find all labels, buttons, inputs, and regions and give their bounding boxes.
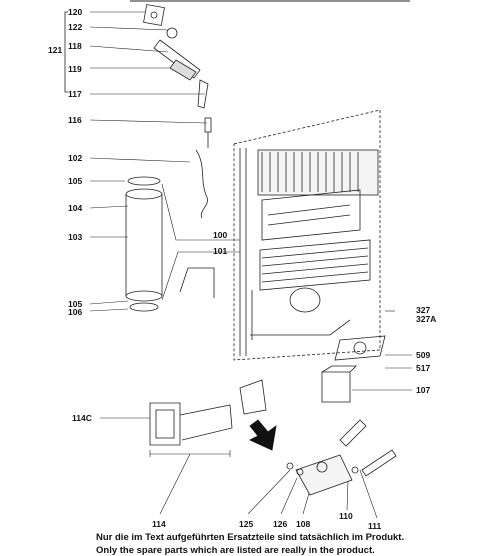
label-114: 114	[152, 519, 166, 529]
label-111: 111	[368, 521, 382, 531]
fan-509	[334, 335, 386, 361]
label-327: 327	[416, 305, 431, 315]
footer-note-german: Nur die im Text aufgeführten Ersatzteile…	[96, 532, 405, 543]
label-105-bottom: 105	[68, 299, 83, 309]
label-104: 104	[68, 203, 83, 213]
gas-valve	[239, 379, 267, 415]
label-101: 101	[213, 246, 228, 256]
label-110: 110	[339, 511, 353, 521]
label-120: 120	[68, 7, 83, 17]
label-106: 106	[68, 307, 83, 317]
thermocouple-wire	[195, 149, 208, 219]
label-125: 125	[239, 519, 254, 529]
label-118: 118	[68, 41, 82, 51]
housing-107	[321, 365, 357, 403]
footer-note-english: Only the spare parts which are listed ar…	[96, 545, 375, 556]
cylinder-parts	[125, 176, 163, 312]
label-102: 102	[68, 153, 83, 163]
label-117: 117	[68, 89, 82, 99]
small-bracket	[179, 267, 215, 298]
bracket-114	[149, 450, 231, 515]
label-100: 100	[213, 230, 228, 240]
label-108: 108	[296, 519, 311, 529]
label-119: 119	[68, 64, 82, 74]
down-arrow	[249, 419, 277, 451]
label-122: 122	[68, 22, 83, 32]
bracket-121	[64, 11, 68, 93]
flue-assembly-parts	[143, 4, 212, 148]
label-116: 116	[68, 115, 82, 125]
label-121: 121	[48, 45, 63, 55]
label-327a: 327A	[416, 314, 437, 324]
label-517: 517	[416, 363, 431, 373]
label-114c: 114C	[72, 413, 92, 423]
cooling-unit-frame	[233, 109, 381, 361]
burner-assembly-108	[286, 419, 397, 496]
bracket-114c	[149, 402, 233, 446]
leader-lines	[89, 11, 412, 519]
label-509: 509	[416, 350, 431, 360]
label-105-top: 105	[68, 176, 83, 186]
label-103: 103	[68, 232, 83, 242]
label-126: 126	[273, 519, 288, 529]
label-107: 107	[416, 385, 431, 395]
